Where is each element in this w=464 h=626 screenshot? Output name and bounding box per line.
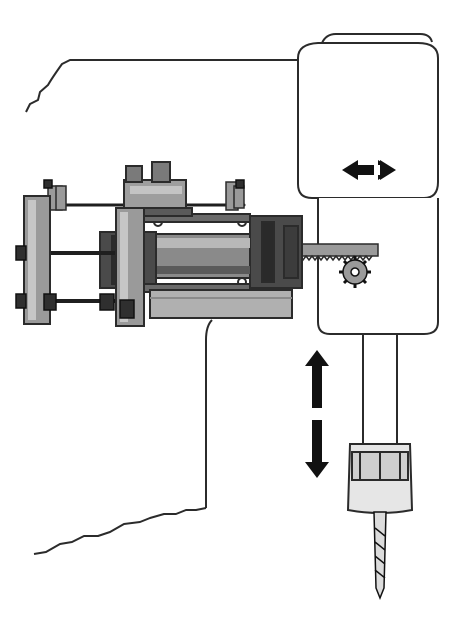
rod-nuts <box>15 179 245 319</box>
bearing-housing-front <box>237 215 303 289</box>
quill-spindle <box>362 333 398 445</box>
double-headed-vertical-arrow-icon <box>305 350 329 478</box>
rack-bar <box>295 243 379 262</box>
cylinder-barrel <box>149 233 251 279</box>
top-clamp-block <box>119 161 193 217</box>
machine-body-outline <box>25 33 439 555</box>
double-headed-horizontal-arrow-icon <box>342 160 396 180</box>
drill-bit <box>373 511 387 601</box>
pinion-gear <box>339 256 371 288</box>
rod-collars <box>47 181 245 211</box>
slide-base-plate <box>149 289 293 319</box>
drill-chuck <box>346 443 414 514</box>
